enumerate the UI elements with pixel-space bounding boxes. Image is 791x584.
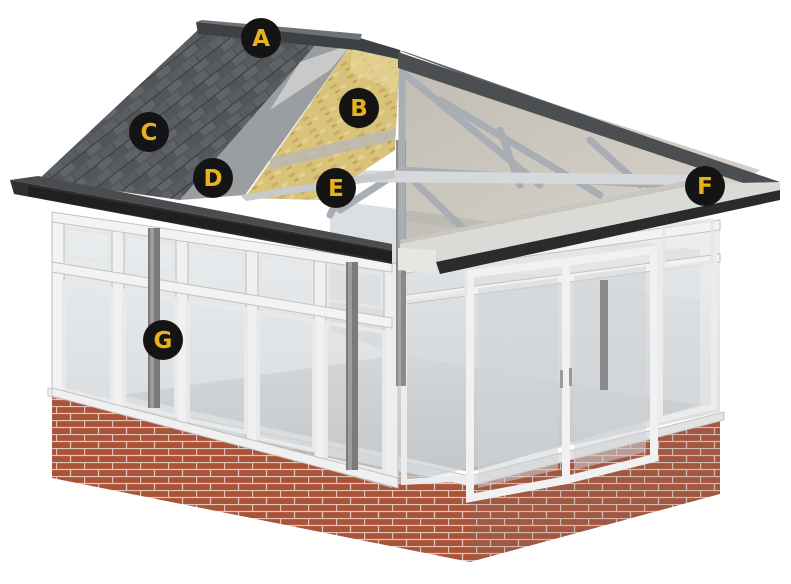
marker-badge bbox=[339, 88, 379, 128]
marker-letter: G bbox=[154, 328, 173, 354]
marker-c: C bbox=[129, 112, 169, 152]
marker-badge bbox=[241, 18, 281, 58]
marker-letter: C bbox=[141, 120, 158, 146]
front-side-frames bbox=[397, 218, 721, 503]
marker-d: D bbox=[193, 158, 233, 198]
marker-e: E bbox=[316, 168, 356, 208]
marker-badge bbox=[129, 112, 169, 152]
marker-letter: E bbox=[328, 176, 344, 202]
label-markers: A B C D E F G bbox=[129, 18, 725, 360]
marker-letter: A bbox=[252, 26, 270, 52]
marker-badge bbox=[316, 168, 356, 208]
marker-letter: D bbox=[203, 166, 222, 192]
marker-g: G bbox=[143, 320, 183, 360]
marker-f: F bbox=[685, 166, 725, 206]
marker-badge bbox=[685, 166, 725, 206]
marker-letter: F bbox=[697, 174, 713, 200]
marker-badge bbox=[193, 158, 233, 198]
left-side-frames bbox=[51, 211, 399, 489]
marker-letter: B bbox=[350, 96, 368, 122]
marker-badge bbox=[143, 320, 183, 360]
marker-b: B bbox=[339, 88, 379, 128]
right-roof-slope bbox=[398, 52, 780, 274]
marker-a: A bbox=[241, 18, 281, 58]
